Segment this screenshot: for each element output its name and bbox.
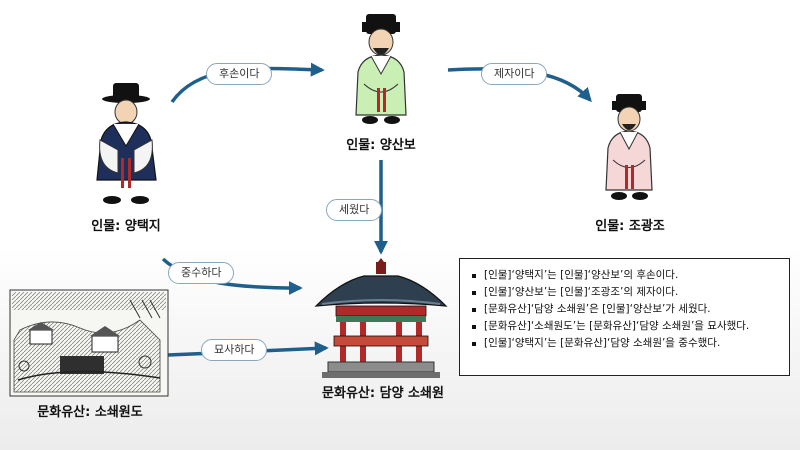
facts-box: [인물]‘양택지’는 [인물]‘양산보’의 후손이다. [인물]‘양산보’는 […: [459, 258, 790, 376]
relation-label-disciple: 제자이다: [481, 63, 548, 85]
relation-label-built: 세웠다: [326, 199, 383, 221]
person-yang-sanbo-figure: [355, 14, 407, 124]
fact-item: [문화유산]‘담양 소쇄원’은 [인물]‘양산보’가 세웠다.: [472, 301, 781, 318]
node-label-yang-taekji: 인물: 양택지: [91, 219, 161, 234]
person-yang-taekji-figure: [96, 83, 157, 204]
fact-item: [인물]‘양산보’는 [인물]‘조광조’의 제자이다.: [472, 284, 781, 301]
pavilion-soswaewon-figure: [314, 258, 448, 378]
painting-soswaewondo-figure: [9, 289, 169, 397]
node-label-yang-sanbo: 인물: 양산보: [346, 138, 416, 153]
relation-label-descendant: 후손이다: [206, 63, 273, 85]
relation-label-preserved: 중수하다: [168, 262, 235, 284]
fact-item: [인물]‘양택지’는 [문화유산]‘담양 소쇄원’을 중수했다.: [472, 335, 781, 352]
person-jo-gwangjo-figure: [605, 94, 653, 200]
fact-item: [인물]‘양택지’는 [인물]‘양산보’의 후손이다.: [472, 267, 781, 284]
fact-item: [문화유산]‘소쇄원도’는 [문화유산]‘담양 소쇄원’을 묘사했다.: [472, 318, 781, 335]
node-label-soswaewondo: 문화유산: 소쇄원도: [37, 405, 143, 420]
relation-label-depicted: 묘사하다: [201, 339, 268, 361]
node-label-jo-gwangjo: 인물: 조광조: [595, 219, 665, 234]
facts-list: [인물]‘양택지’는 [인물]‘양산보’의 후손이다. [인물]‘양산보’는 […: [470, 267, 781, 352]
node-label-soswaewon: 문화유산: 담양 소쇄원: [322, 386, 444, 401]
